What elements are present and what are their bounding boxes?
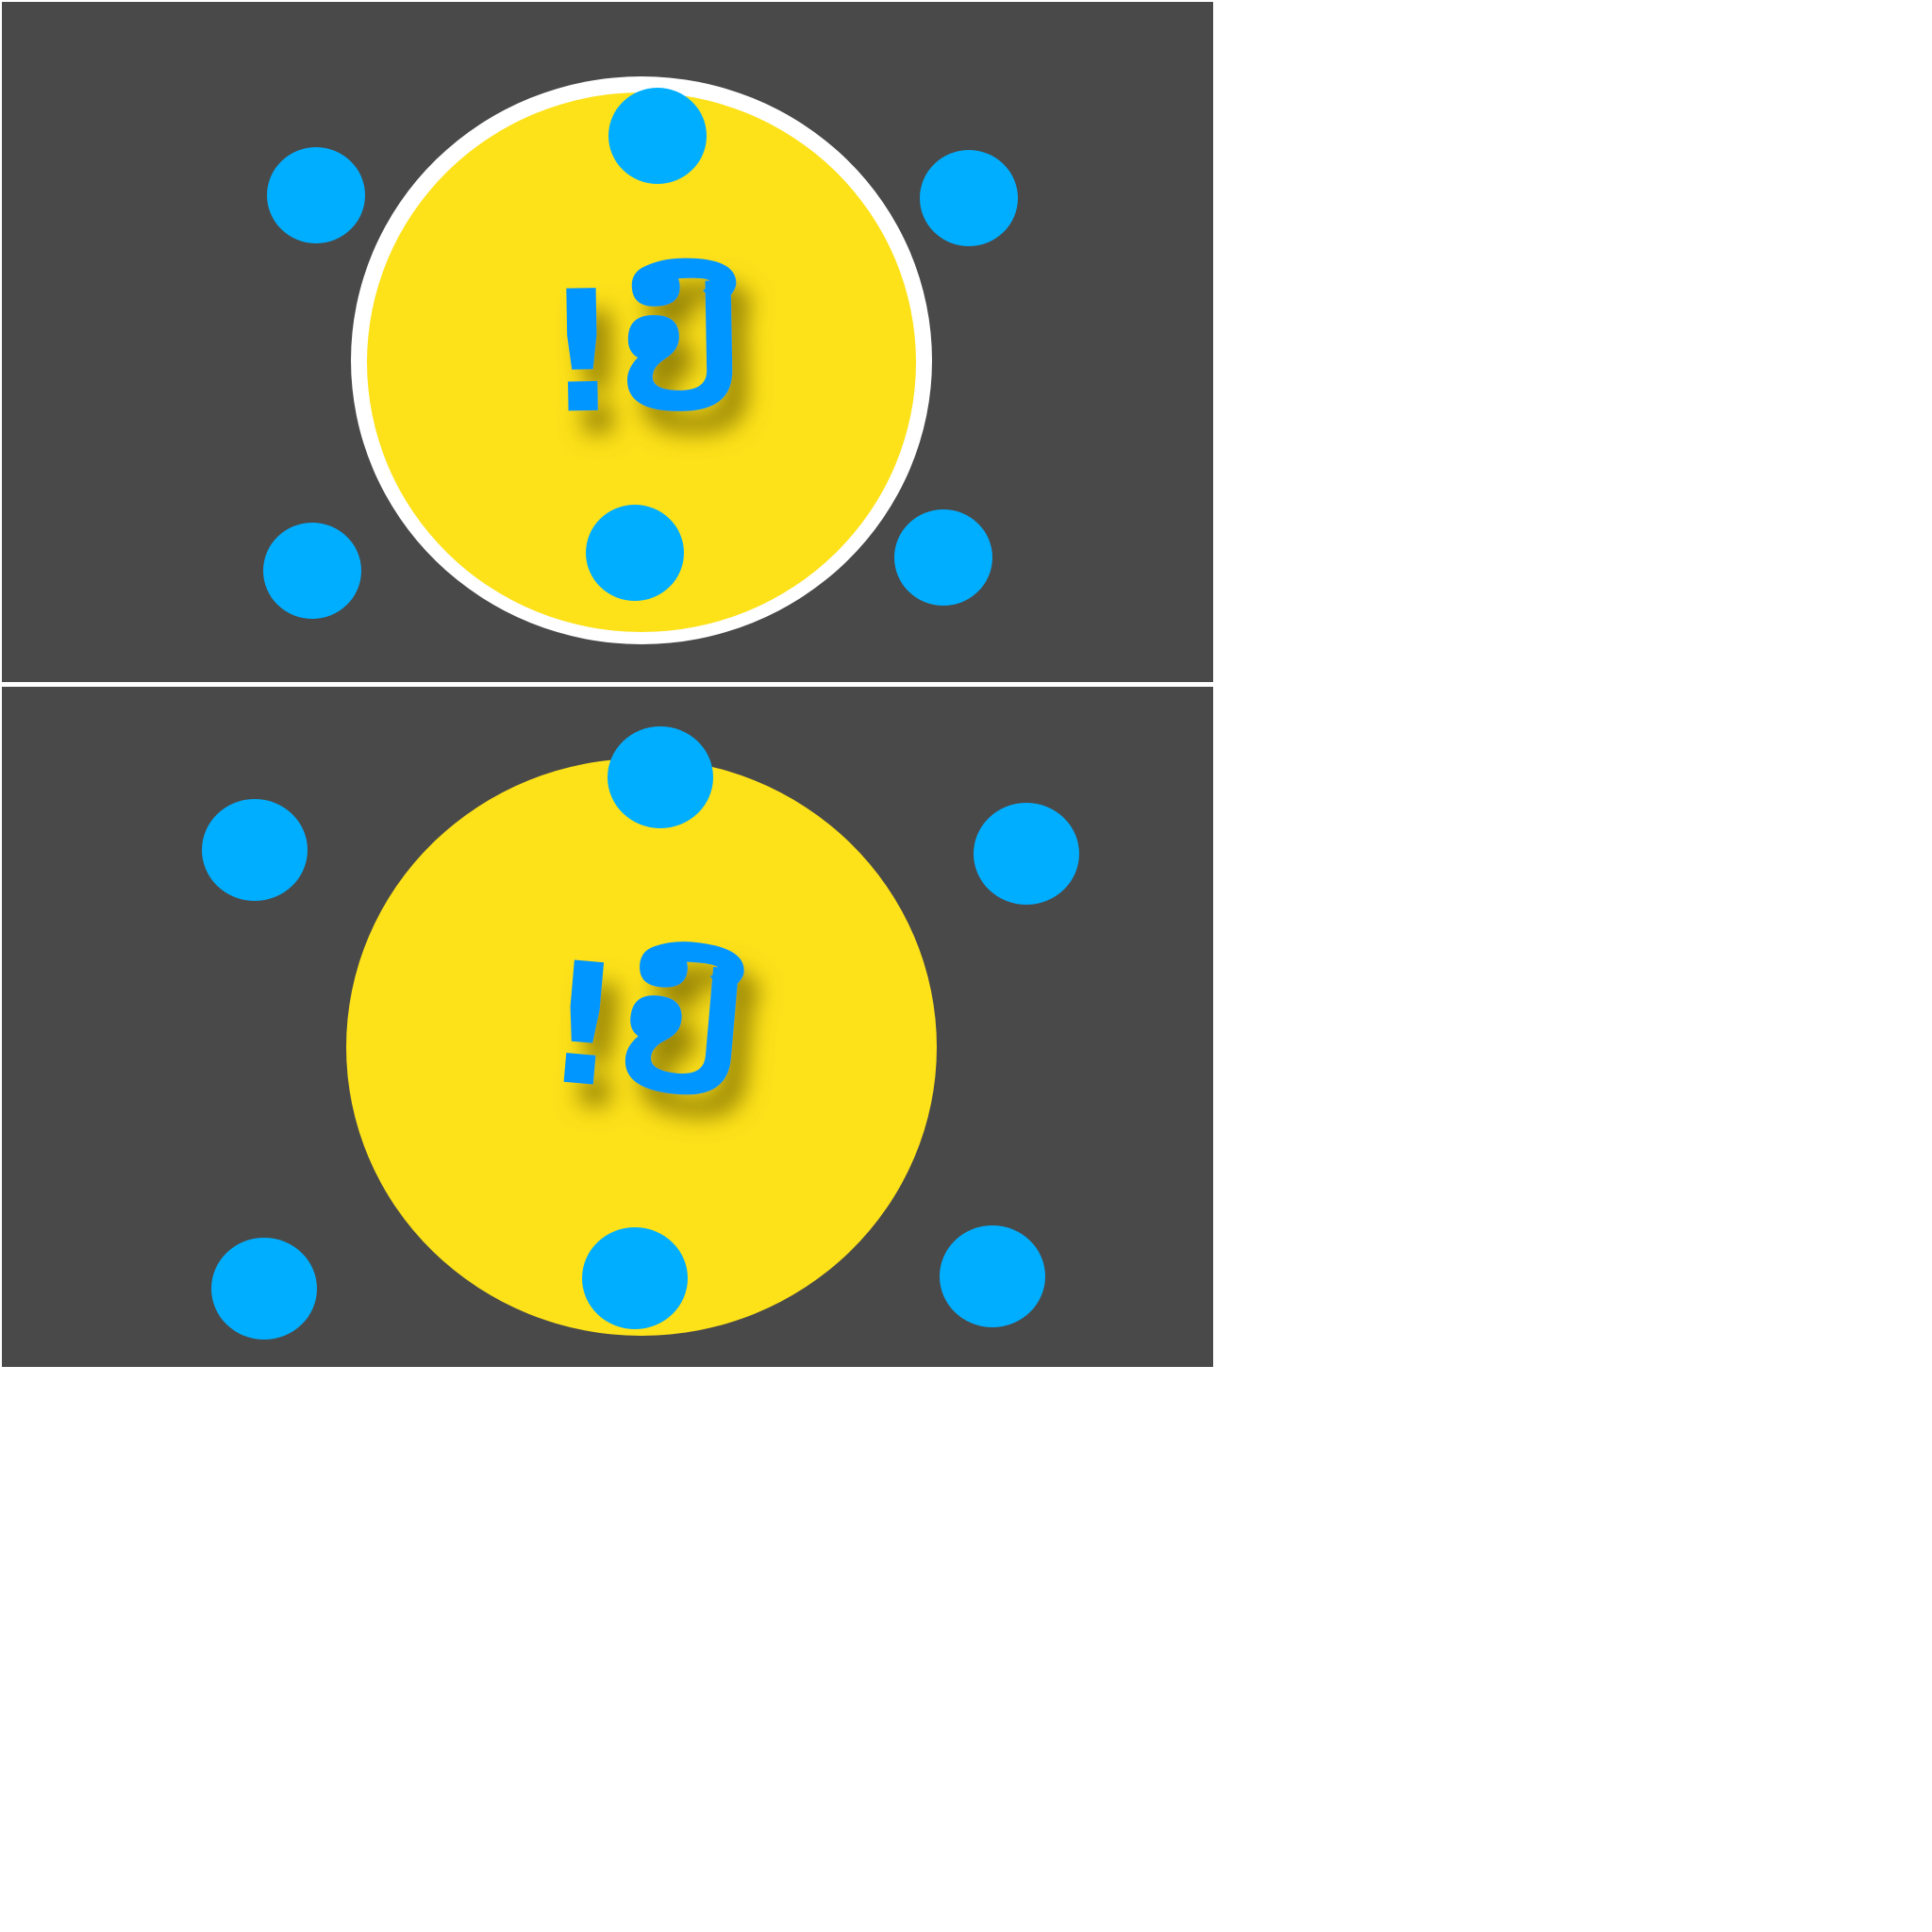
logo-mark: !ປົ [542, 252, 744, 451]
logo-mark: !ປົ [537, 924, 752, 1137]
token[interactable] [940, 1225, 1045, 1327]
logo-text: !ປົ [542, 252, 744, 451]
logo-text: !ປົ [537, 924, 752, 1137]
game-board-svg-bottom: !ປົ [202, 726, 1079, 1340]
token[interactable] [582, 1227, 688, 1329]
token[interactable] [586, 505, 684, 601]
token[interactable] [267, 147, 365, 243]
token[interactable] [202, 799, 308, 901]
game-panel-top[interactable]: !ປົ [2, 2, 1213, 682]
game-board-circle[interactable] [346, 758, 937, 1336]
token[interactable] [894, 509, 992, 606]
game-panel-bottom[interactable]: !ປົ [2, 687, 1213, 1367]
token[interactable] [211, 1238, 317, 1340]
token[interactable] [263, 523, 361, 619]
token[interactable] [608, 726, 713, 828]
token[interactable] [920, 150, 1018, 246]
token[interactable] [974, 803, 1079, 905]
game-board-svg-top: !ປົ [263, 76, 1018, 644]
game-board-circle[interactable] [367, 92, 916, 632]
token[interactable] [608, 88, 707, 184]
